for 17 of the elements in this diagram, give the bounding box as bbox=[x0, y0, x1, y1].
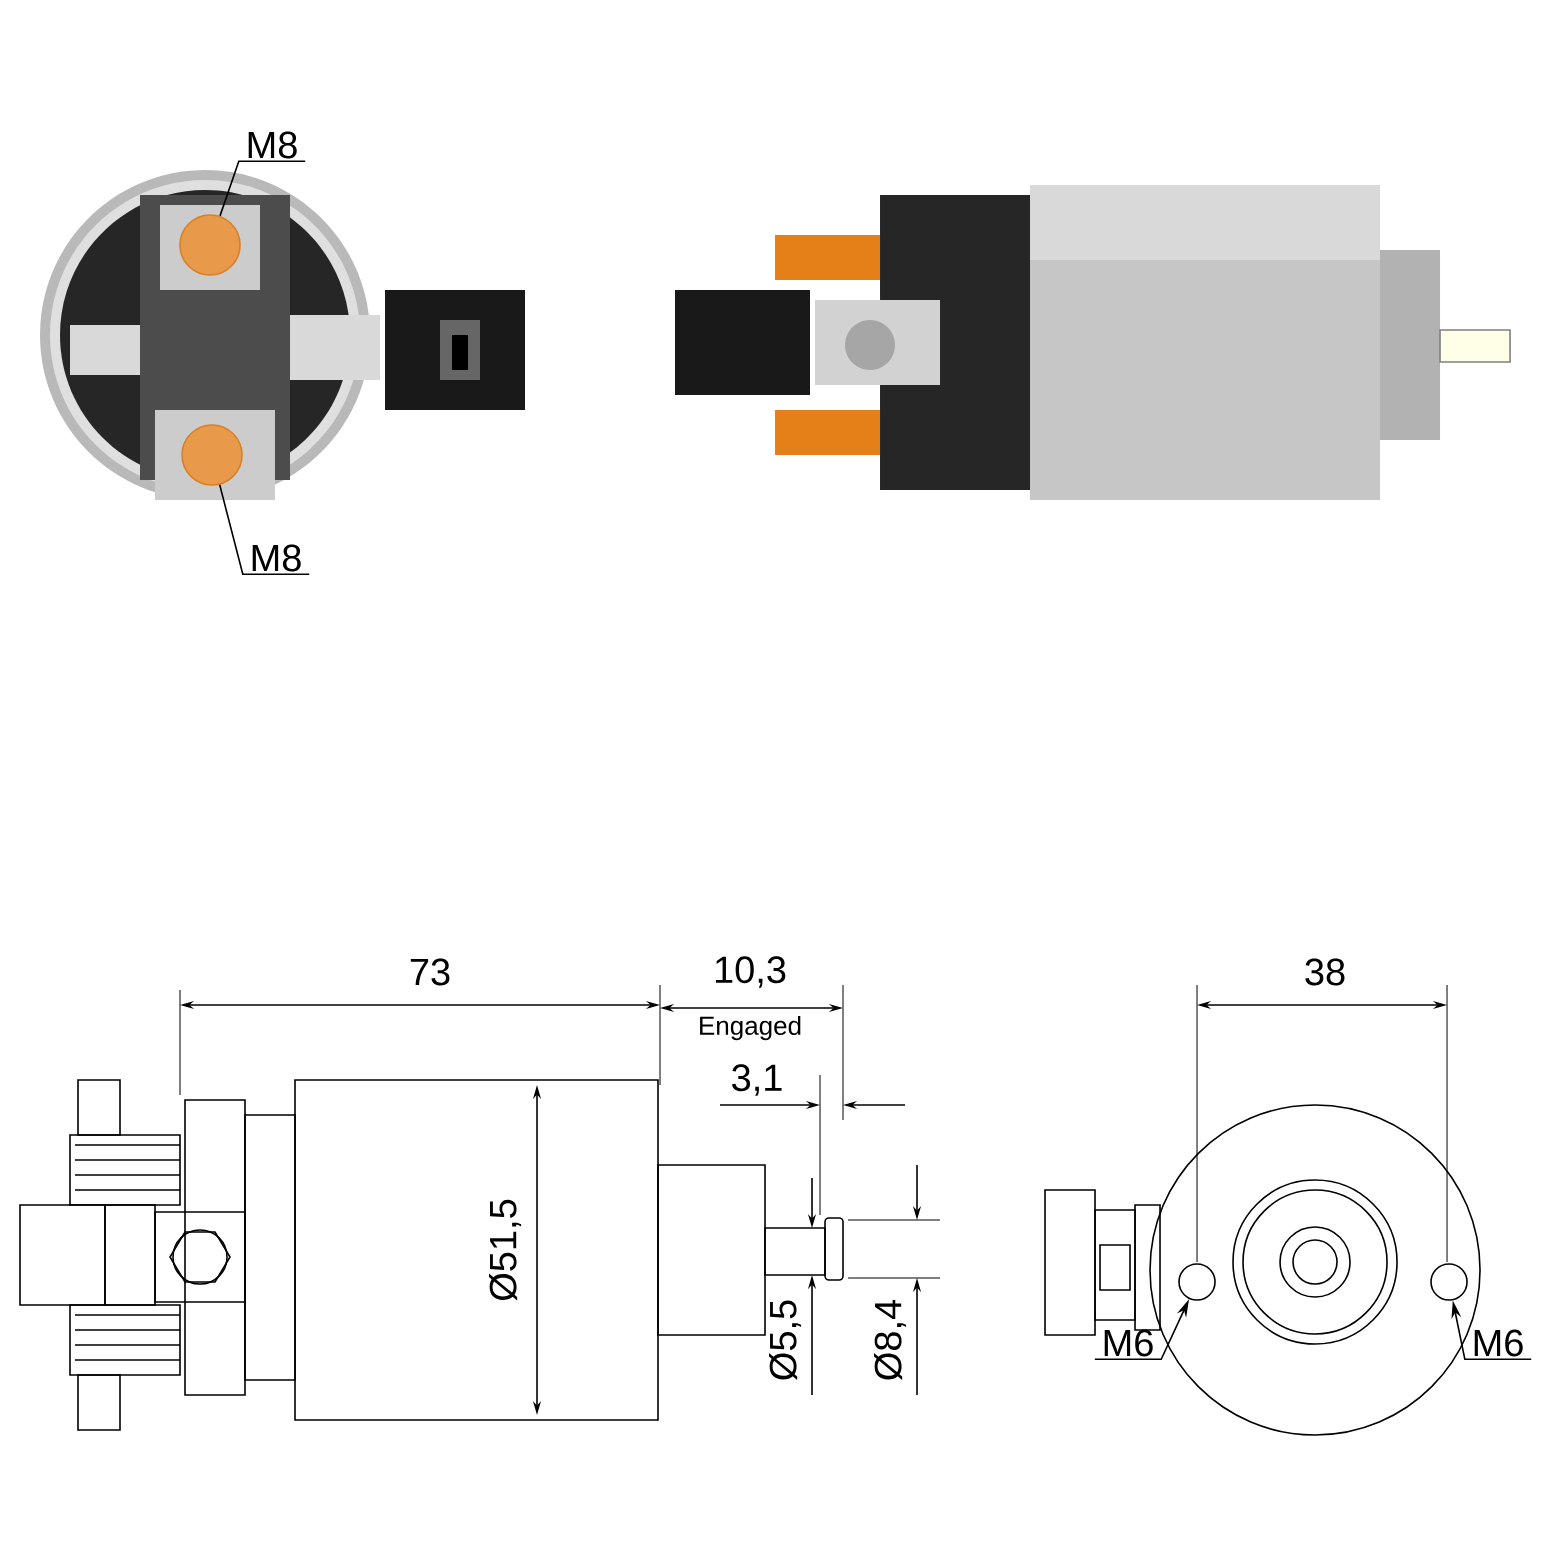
terminal-stud bbox=[179, 214, 241, 276]
dimension-value: 3,1 bbox=[732, 1064, 782, 1096]
mounting-hole bbox=[1430, 1263, 1468, 1301]
dimension-value: 38 bbox=[1305, 958, 1345, 986]
thread-label: M6 bbox=[1474, 1329, 1523, 1357]
thread-label: M8 bbox=[252, 544, 301, 572]
dimension-value: Engaged bbox=[700, 1015, 801, 1041]
dimension-value: Ø51,5 bbox=[489, 1199, 522, 1301]
terminal-stud bbox=[181, 424, 243, 486]
thread-label: M8 bbox=[248, 131, 297, 159]
dimension-value: Ø8,4 bbox=[874, 1299, 907, 1380]
dimension-value: 73 bbox=[410, 958, 450, 986]
leader-line bbox=[218, 484, 310, 576]
thread-label: M6 bbox=[1104, 1329, 1153, 1357]
mounting-hole bbox=[1178, 1263, 1216, 1301]
dimension-value: Ø5,5 bbox=[769, 1300, 802, 1380]
dimension-value: 10,3 bbox=[715, 956, 786, 988]
